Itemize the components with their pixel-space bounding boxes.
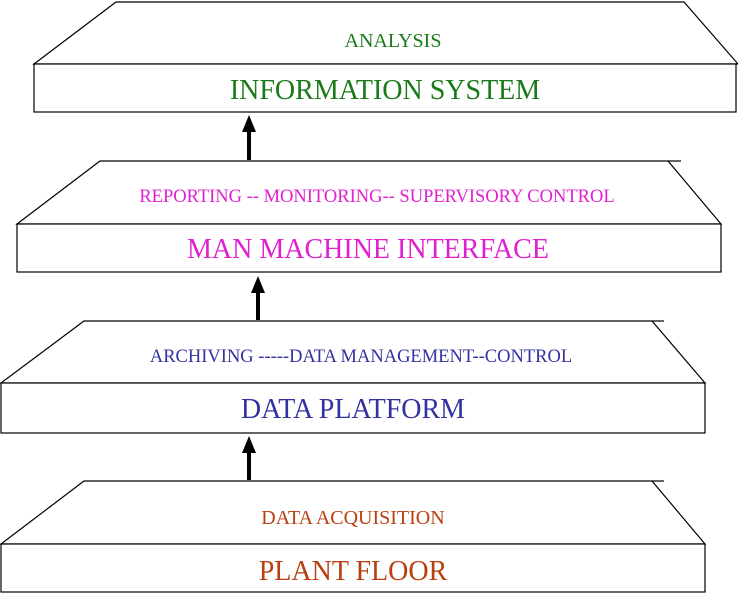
tier-information-system: ANALYSIS INFORMATION SYSTEM bbox=[32, 1, 738, 113]
arrow-head-icon bbox=[242, 436, 256, 453]
tier-mmi-title: MAN MACHINE INTERFACE bbox=[187, 234, 549, 265]
tier-mmi-box bbox=[16, 223, 722, 273]
tier-data-platform-box bbox=[0, 382, 706, 434]
tier-plant-floor-title: PLANT FLOOR bbox=[259, 556, 448, 587]
tier-information-system-subtitle: ANALYSIS bbox=[345, 30, 442, 52]
tier-plant-floor-box bbox=[0, 543, 706, 593]
tier-man-machine-interface: REPORTING -- MONITORING-- SUPERVISORY CO… bbox=[15, 160, 723, 273]
tier-plant-floor: DATA ACQUISITION PLANT FLOOR bbox=[0, 480, 707, 593]
arrow-data-platform-to-mmi bbox=[251, 276, 265, 320]
tier-data-platform-title: DATA PLATFORM bbox=[241, 394, 465, 425]
tier-information-system-box bbox=[33, 63, 737, 113]
tier-mmi-subtitle: REPORTING -- MONITORING-- SUPERVISORY CO… bbox=[139, 187, 614, 207]
tier-data-platform: ARCHIVING -----DATA MANAGEMENT--CONTROL … bbox=[0, 320, 707, 434]
tier-data-platform-subtitle: ARCHIVING -----DATA MANAGEMENT--CONTROL bbox=[150, 347, 572, 367]
tier-plant-floor-subtitle: DATA ACQUISITION bbox=[261, 507, 444, 529]
arrow-head-icon bbox=[242, 115, 256, 132]
arrow-plant-floor-to-data-platform bbox=[242, 436, 256, 480]
arrow-mmi-to-information-system bbox=[242, 115, 256, 160]
tier-information-system-title: INFORMATION SYSTEM bbox=[230, 75, 540, 106]
arrow-head-icon bbox=[251, 276, 265, 293]
